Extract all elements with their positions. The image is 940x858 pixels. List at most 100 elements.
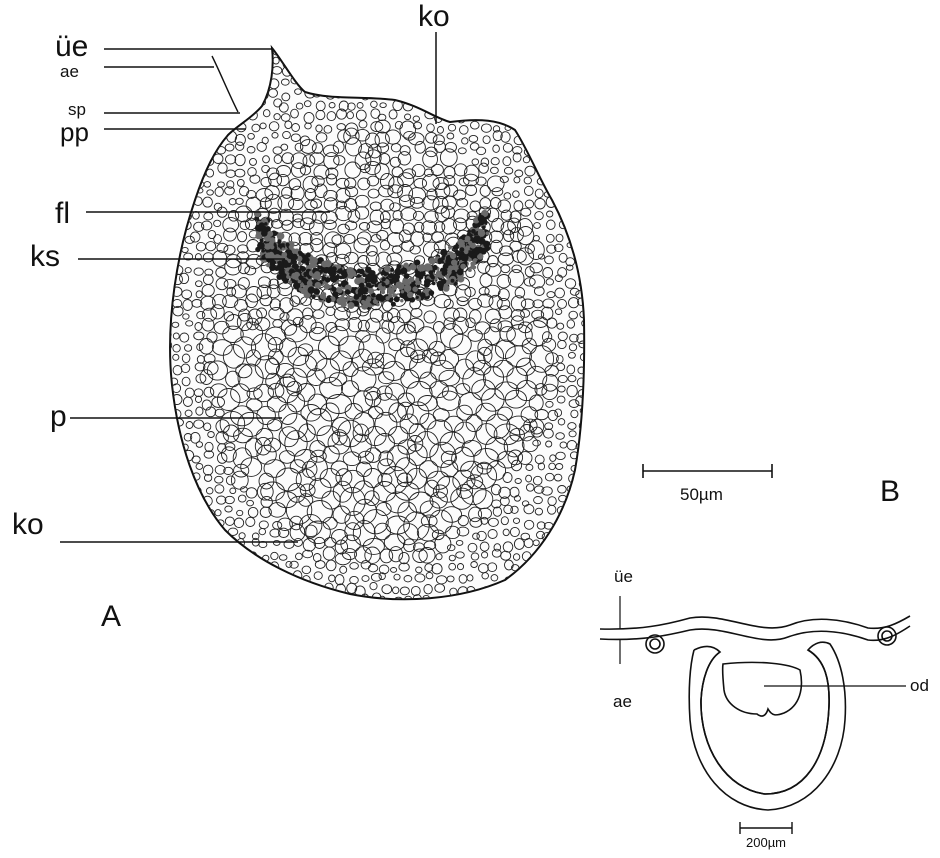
- cell: [274, 583, 280, 589]
- cell: [456, 597, 465, 604]
- cell: [523, 565, 533, 574]
- cell: [160, 132, 169, 140]
- cell: [533, 92, 541, 100]
- cell: [582, 46, 589, 52]
- cell: [555, 114, 562, 121]
- cell: [569, 164, 576, 172]
- cell: [449, 81, 457, 88]
- cell: [499, 78, 508, 88]
- cell: [391, 69, 400, 78]
- panel-a-label: A: [101, 602, 121, 632]
- cell: [205, 595, 215, 603]
- cell: [384, 49, 390, 56]
- cell: [359, 58, 365, 63]
- cell: [283, 588, 290, 595]
- cell: [181, 562, 188, 570]
- cell: [159, 496, 167, 502]
- cell: [328, 66, 335, 73]
- cell: [472, 596, 479, 602]
- cell: [349, 86, 359, 96]
- sclerenchyma-cell: [320, 293, 326, 299]
- cell: [172, 466, 182, 474]
- cell: [226, 55, 235, 64]
- cell: [558, 157, 565, 164]
- cell: [556, 80, 566, 90]
- cell: [161, 471, 171, 482]
- cell: [549, 542, 557, 548]
- cell: [183, 530, 191, 539]
- cell: [307, 597, 315, 604]
- cell: [159, 418, 167, 425]
- cell: [423, 100, 429, 106]
- cell: [183, 80, 192, 90]
- cell: [159, 100, 167, 106]
- cell: [570, 98, 580, 106]
- cell: [170, 498, 180, 508]
- cell: [158, 50, 165, 56]
- cell: [544, 112, 552, 121]
- cell: [296, 44, 304, 51]
- epidermis-strand: [212, 56, 238, 112]
- cell: [581, 486, 590, 494]
- cell: [547, 550, 555, 557]
- cell: [556, 175, 565, 185]
- cell: [545, 100, 554, 107]
- cross-section-b: [600, 616, 910, 810]
- cell: [203, 584, 212, 594]
- cell: [492, 100, 502, 107]
- sclerenchyma-cell: [299, 287, 303, 291]
- cell: [261, 562, 268, 570]
- cell: [547, 595, 555, 603]
- sclerenchyma-cell: [440, 260, 443, 263]
- sclerenchyma-cell: [310, 257, 318, 265]
- cell: [559, 55, 568, 63]
- cell: [531, 102, 541, 111]
- label-pp: pp: [60, 119, 89, 145]
- cell: [316, 70, 326, 78]
- cell: [455, 92, 465, 102]
- sclerenchyma-cell: [254, 210, 261, 217]
- sclerenchyma-cell: [432, 265, 437, 270]
- cell: [225, 566, 232, 573]
- cell: [569, 211, 575, 217]
- cell: [571, 528, 578, 535]
- cell: [158, 189, 166, 198]
- sclerenchyma-cell: [362, 273, 366, 277]
- cell: [175, 484, 183, 491]
- cell: [171, 509, 180, 516]
- cell: [536, 121, 544, 128]
- cell: [490, 114, 498, 120]
- cell: [313, 82, 320, 88]
- cell: [512, 45, 519, 52]
- cell: [511, 598, 520, 606]
- cell: [184, 597, 192, 606]
- cell: [341, 67, 347, 72]
- cell: [302, 80, 310, 87]
- cell: [180, 496, 190, 506]
- cell: [163, 540, 171, 547]
- cell: [269, 574, 276, 580]
- cell: [325, 47, 334, 54]
- sclerenchyma-cell: [443, 268, 447, 272]
- cell: [171, 102, 178, 110]
- sclerenchyma-cell: [298, 276, 303, 281]
- cell: [159, 528, 166, 533]
- cell: [205, 563, 214, 572]
- cell: [565, 198, 575, 206]
- label-lower-epidermis-b: ae: [613, 693, 632, 710]
- sclerenchyma-cell: [282, 247, 285, 250]
- sclerenchyma-cell: [416, 296, 419, 299]
- sclerenchyma-cell: [366, 282, 371, 287]
- label-p: p: [50, 402, 67, 432]
- cell: [543, 47, 553, 55]
- cell: [306, 61, 312, 66]
- cell: [500, 49, 508, 58]
- cell: [160, 113, 168, 120]
- cell: [161, 452, 168, 458]
- cell: [490, 55, 500, 67]
- cell: [478, 113, 484, 119]
- sclerenchyma-cell: [461, 254, 468, 261]
- cell: [174, 234, 182, 243]
- sclerenchyma-cell: [326, 297, 332, 303]
